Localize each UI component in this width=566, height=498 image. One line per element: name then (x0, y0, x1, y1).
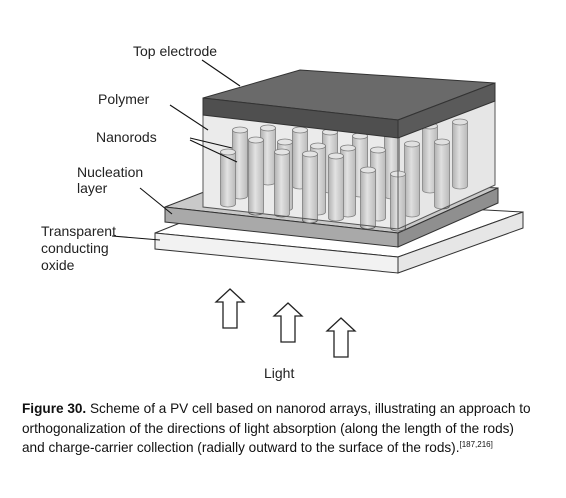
nanorod (328, 155, 344, 222)
label-nanorods: Nanorods (96, 129, 157, 145)
figure-label: Figure 30. (22, 401, 87, 416)
leader-lines (111, 59, 241, 241)
nanorod-cap (302, 150, 318, 158)
nanorod-cap (340, 144, 356, 152)
nanorod-cap (220, 148, 236, 156)
light-arrows (214, 288, 357, 358)
nanorods-leader-1 (189, 137, 233, 149)
nanorod-cap (310, 142, 326, 150)
label-tco-line1: Transparent (41, 223, 116, 239)
label-nucleation-line1: Nucleation (77, 164, 143, 180)
label-top-electrode: Top electrode (133, 43, 217, 59)
polymer-leader (169, 104, 209, 131)
nanorods-leader-2 (189, 139, 238, 163)
nanorod-cap (370, 146, 386, 154)
label-light: Light (264, 365, 294, 381)
up-arrow-icon (214, 288, 246, 329)
nanorods-array (220, 118, 468, 232)
nanorod-cap (404, 140, 420, 148)
nanorod-cap (360, 166, 376, 174)
nanorod-cap (292, 126, 308, 134)
nanorod-cap (328, 152, 344, 160)
nanorod (452, 121, 468, 190)
nanorod (274, 151, 290, 218)
nanorod-cap (260, 124, 276, 132)
tco-leader (111, 235, 161, 241)
nanorod-cap (434, 138, 450, 146)
label-polymer: Polymer (98, 91, 150, 107)
up-arrow-icon (325, 317, 357, 358)
nucleation-leader (139, 187, 173, 215)
label-nucleation-line2: layer (77, 180, 108, 196)
nanorod-cap (452, 118, 468, 126)
nanorod (220, 151, 236, 208)
caption-text: Scheme of a PV cell based on nanorod arr… (22, 401, 531, 456)
nanorod-cap (274, 148, 290, 156)
top-electrode-leader (201, 59, 241, 87)
caption-references: [187,216] (459, 440, 493, 450)
pv-cell-diagram: Top electrode Polymer Nanorods Nucleatio… (41, 43, 524, 381)
nanorod-cap (232, 126, 248, 134)
nanorod-cap (248, 136, 264, 144)
label-tco-line3: oxide (41, 257, 75, 273)
up-arrow-icon (272, 302, 304, 343)
nanorod-cap (277, 138, 293, 146)
figure-caption: Figure 30. Scheme of a PV cell based on … (22, 399, 532, 458)
top-electrode (202, 69, 496, 139)
label-tco-line2: conducting (41, 240, 109, 256)
